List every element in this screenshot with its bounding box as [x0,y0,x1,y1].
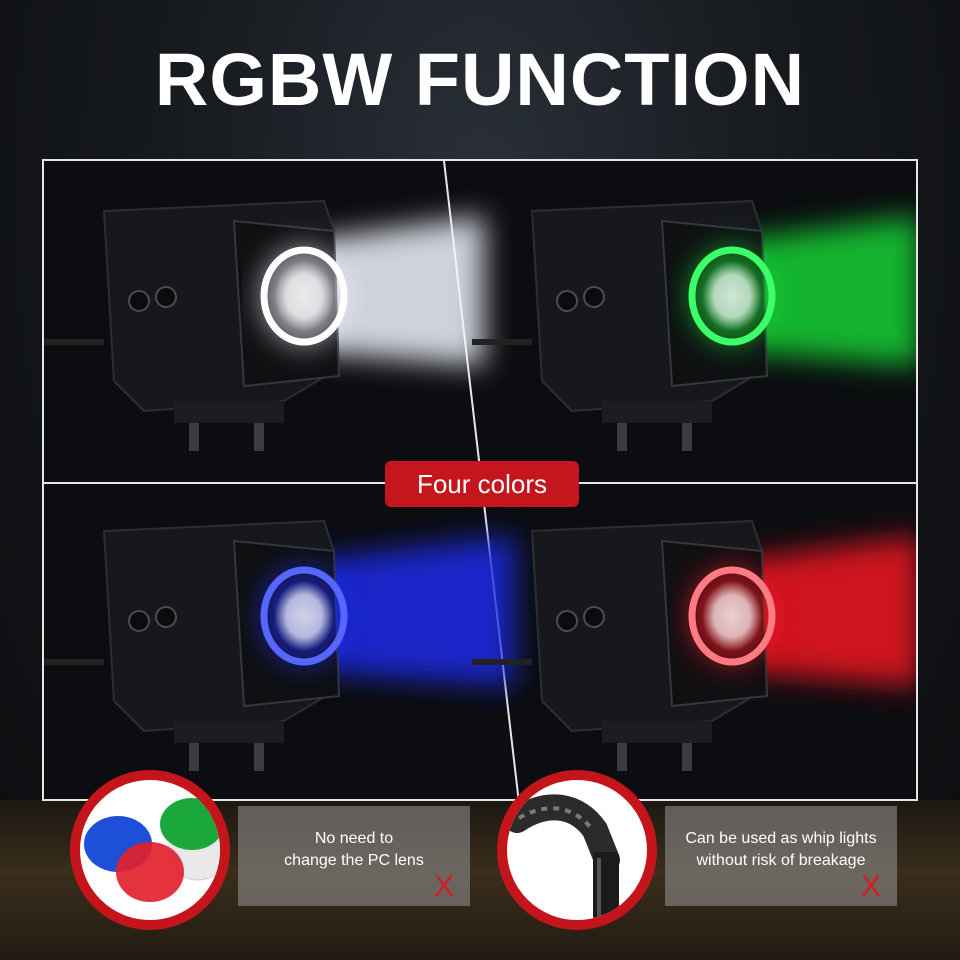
feature-pc-lens: No need to change the PC lens X [238,806,470,906]
whip-light-icon [497,770,657,930]
lens-ring-green [688,246,776,346]
lens-center [702,581,762,651]
lens-ring-blue [260,566,348,666]
bolt [189,423,199,451]
bolt [617,743,627,771]
light-bracket [602,401,712,423]
light-beam-blue [304,536,514,686]
screw [128,610,150,632]
four-colors-badge: Four colors [385,461,579,507]
lens-ring-white [260,246,348,346]
bolt [254,423,264,451]
bolt [682,423,692,451]
feature-whip-lights-line1: Can be used as whip lights [685,830,877,847]
screw [128,290,150,312]
lens-center [274,261,334,331]
light-unit-blue [44,519,514,771]
screw [155,286,177,308]
bolt [617,423,627,451]
screw [556,610,578,632]
screw [583,606,605,628]
feature-whip-lights-line2: without risk of breakage [696,852,866,869]
screw [155,606,177,628]
feature-whip-lights: Can be used as whip lights without risk … [665,806,897,906]
panels-illustration [44,161,916,799]
bolt [254,743,264,771]
mount-rod [472,339,532,345]
lens-center [702,261,762,331]
light-unit-white [44,199,484,451]
light-beam-white [304,216,484,366]
light-unit-green [472,199,916,451]
light-beam-green [732,216,916,366]
screw [583,286,605,308]
mount-rod [472,659,532,665]
mount-rod [44,659,104,665]
lens-ring-red [688,566,776,666]
feature-pc-lens-line2: change the PC lens [284,852,424,869]
light-bracket [174,401,284,423]
lens-set-icon [70,770,230,930]
light-beam-red [732,536,916,686]
bolt [682,743,692,771]
light-bracket [174,721,284,743]
page-title: RGBW FUNCTION [154,38,806,121]
lens-center [274,581,334,651]
screw [556,290,578,312]
bolt [189,743,199,771]
light-bracket [602,721,712,743]
mount-rod [44,339,104,345]
feature-pc-lens-line1: No need to [314,830,394,847]
feature-pc-lens-x-mark: X [433,870,454,903]
feature-whip-lights-x-mark: X [860,870,881,903]
light-unit-red [472,519,916,771]
